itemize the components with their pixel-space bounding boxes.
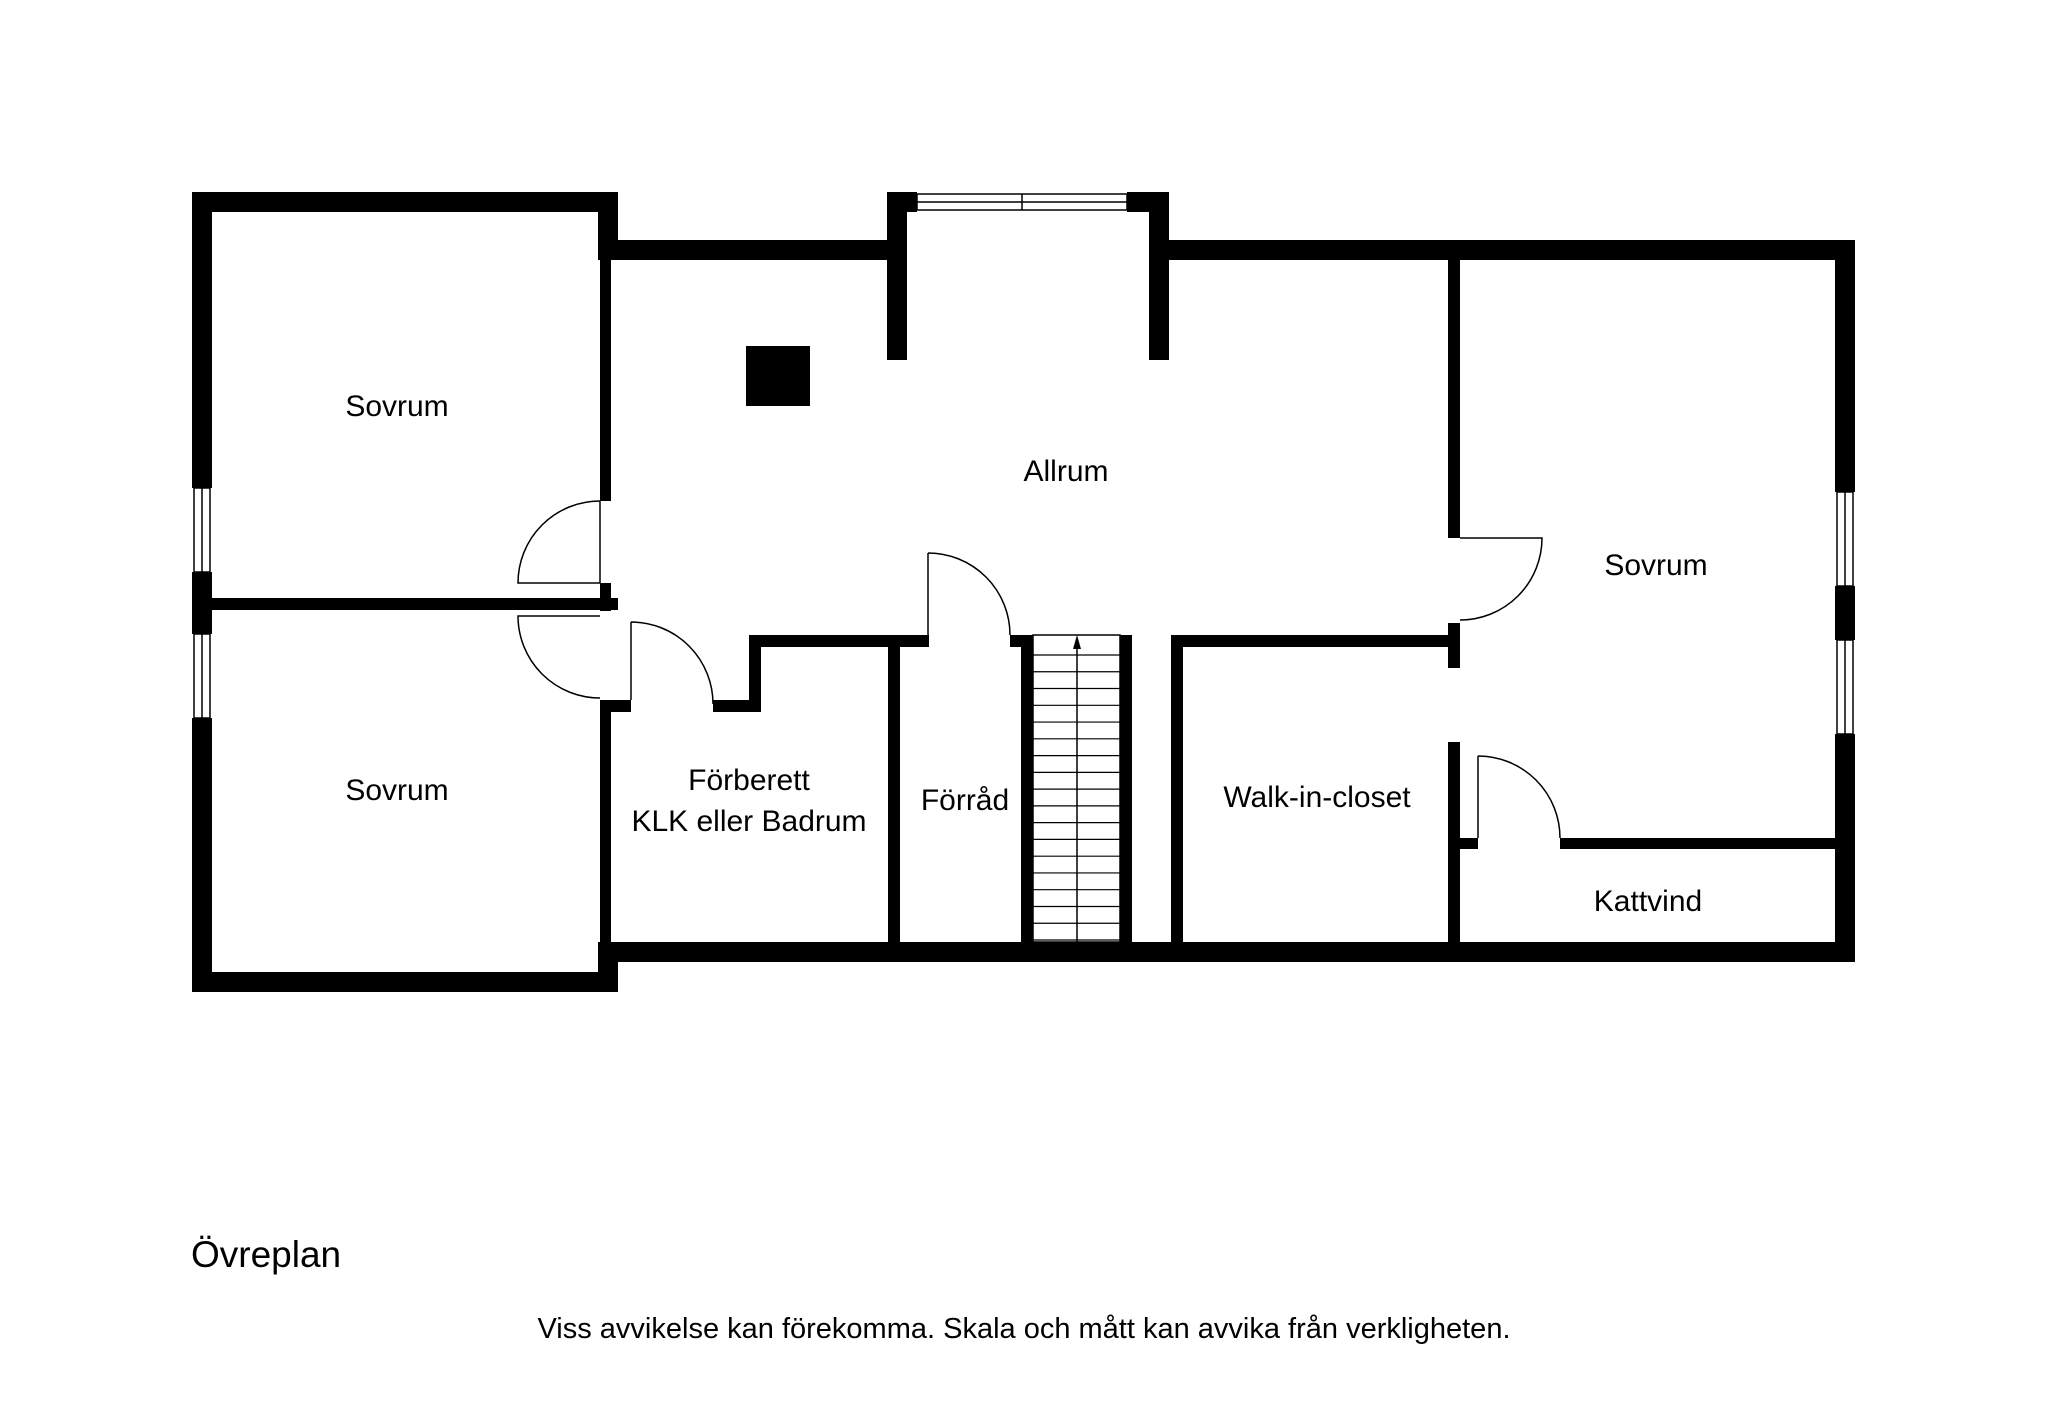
wall-step-right-upper [598, 192, 618, 242]
wall-closet-right-upper [1448, 260, 1460, 538]
wall-attic-top [1560, 838, 1845, 849]
windows [193, 193, 1854, 735]
label-forberett-line1: Förberett [688, 764, 810, 797]
wall-bay-top-left [887, 192, 917, 212]
wall-storage-right [1021, 635, 1033, 950]
disclaimer: Viss avvikelse kan förekomma. Skala och … [537, 1313, 1511, 1345]
wall-bath-notch [749, 635, 761, 712]
wall-left-lower [192, 718, 212, 992]
doors [517, 500, 1561, 839]
wall-hall-west-lower [600, 700, 611, 950]
wall-hall-west-upper [600, 255, 611, 501]
door-bedroom-right [1459, 537, 1543, 621]
wall-bath-right [888, 635, 900, 950]
plan-title: Övreplan [191, 1234, 342, 1275]
wall-closet-left [1171, 635, 1183, 950]
staircase [1032, 634, 1121, 943]
wall-top-mid-left [598, 240, 888, 260]
wall-bay-right [1149, 192, 1169, 360]
wall-between-bedrooms [192, 598, 618, 610]
label-sovrum-right: Sovrum [1604, 549, 1707, 582]
label-forberett-line2: KLK eller Badrum [631, 805, 866, 838]
window-left-lower [193, 633, 211, 719]
chimney [746, 346, 810, 406]
window-right-lower [1836, 639, 1854, 735]
label-kattvind: Kattvind [1594, 885, 1702, 918]
door-attic [1477, 755, 1561, 839]
wall-bottom-right [598, 942, 1855, 962]
door-storage [927, 552, 1011, 636]
wall-top-left [192, 192, 618, 212]
wall-bottom-left [192, 972, 618, 992]
window-top [916, 193, 1128, 211]
room-labels: Sovrum Sovrum Allrum Förberett KLK eller… [345, 390, 1707, 918]
wall-bay-left [887, 192, 907, 360]
stair-arrow-icon [1073, 635, 1081, 649]
label-forrad: Förråd [921, 784, 1009, 817]
label-sovrum-bottom-left: Sovrum [345, 774, 448, 807]
label-walk-in-closet: Walk-in-closet [1223, 781, 1411, 814]
wall-attic-left [1448, 838, 1478, 849]
label-allrum: Allrum [1023, 455, 1108, 488]
door-bathroom [630, 621, 714, 705]
window-left-upper [193, 487, 211, 573]
wall-bath-top [749, 635, 929, 647]
door-bedroom-bottom-left [517, 615, 601, 699]
walls [192, 192, 1855, 992]
door-bedroom-top-left [517, 500, 601, 584]
wall-step-right-lower [598, 942, 618, 992]
wall-bath-door-left [600, 700, 631, 712]
wall-bath-door-right [713, 700, 759, 712]
wall-right-upper [1835, 240, 1855, 492]
wall-left-upper [192, 192, 212, 488]
wall-right-middle [1835, 586, 1855, 640]
window-right-upper [1836, 491, 1854, 587]
wall-hall-west-mid [600, 583, 611, 611]
label-sovrum-top-left: Sovrum [345, 390, 448, 423]
wall-closet-right-mid [1448, 623, 1460, 668]
wall-closet-top [1171, 635, 1452, 647]
wall-stair-right [1120, 635, 1132, 950]
wall-top-right [1149, 240, 1855, 260]
